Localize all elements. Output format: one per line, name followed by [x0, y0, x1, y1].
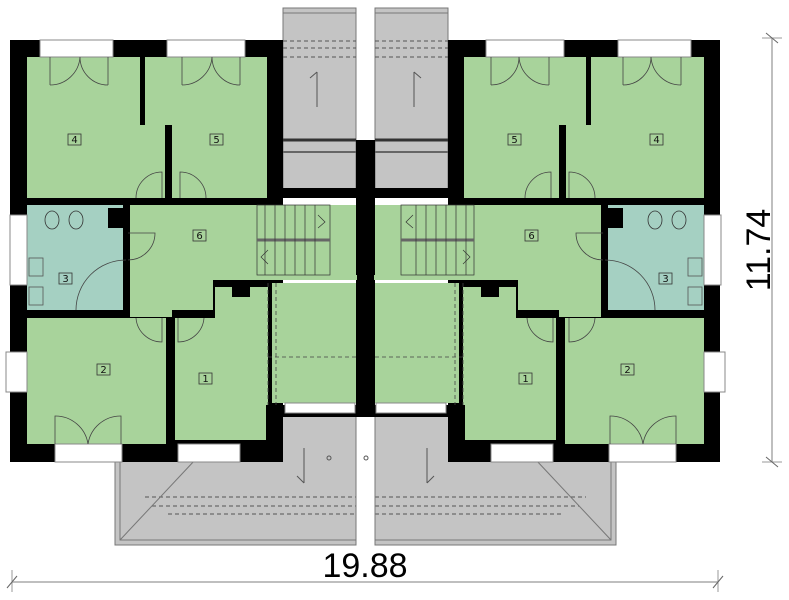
left-unit: 4 5 6 3 2 1 — [5, 39, 357, 463]
room-label-3-right: 3 — [662, 274, 668, 285]
room-label-2-right: 2 — [624, 365, 630, 376]
room-5-left — [145, 57, 267, 198]
width-dimension: 19.88 — [6, 547, 724, 592]
right-unit-labels: 4 5 6 3 2 1 — [511, 135, 668, 385]
depth-dimension-label: 11.74 — [740, 209, 778, 292]
room-2-left — [27, 318, 166, 444]
room-label-2-left: 2 — [100, 365, 106, 376]
room-label-3-left: 3 — [62, 274, 68, 285]
room-label-1-left: 1 — [202, 374, 208, 385]
room-1-left — [175, 287, 268, 440]
room-4-left — [27, 57, 165, 198]
width-dimension-label: 19.88 — [322, 547, 407, 585]
room-label-4-right: 4 — [653, 135, 659, 146]
room-label-5-right: 5 — [511, 135, 517, 146]
bottom-terraces — [114, 415, 617, 546]
room-label-6-left: 6 — [196, 231, 202, 242]
top-terraces — [282, 7, 449, 194]
room-label-4-left: 4 — [71, 135, 77, 146]
depth-dimension: 11.74 — [740, 32, 782, 468]
right-unit — [374, 39, 726, 463]
room-label-5-left: 5 — [213, 135, 219, 146]
room-label-1-right: 1 — [522, 374, 528, 385]
room-6-left — [130, 205, 357, 317]
room-label-6-right: 6 — [528, 231, 534, 242]
